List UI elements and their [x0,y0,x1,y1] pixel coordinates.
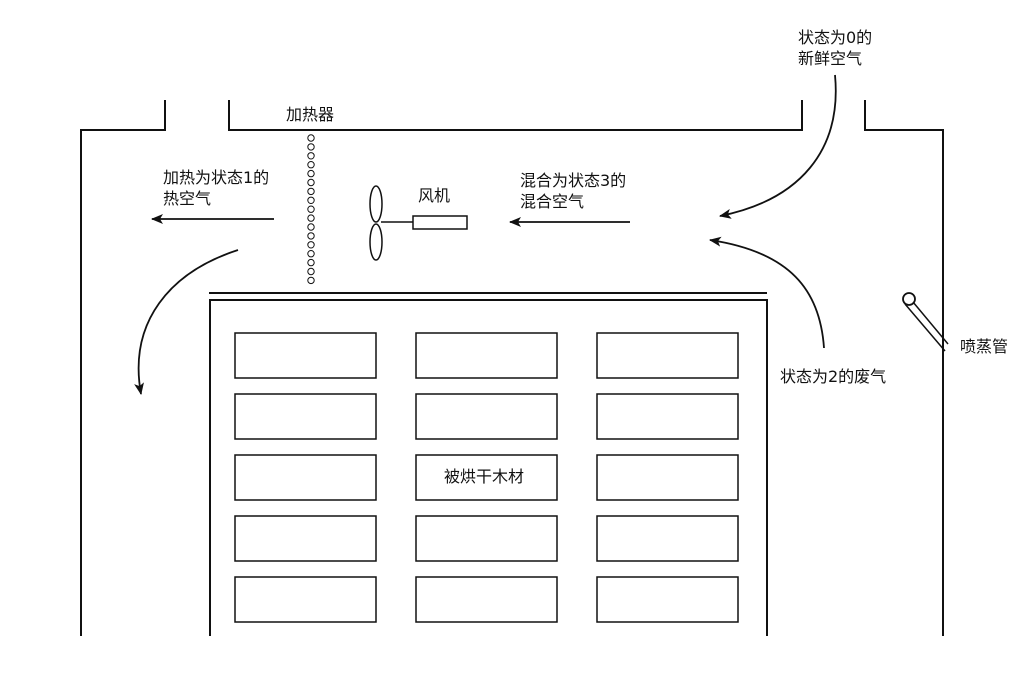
wood-board [415,515,558,562]
heater-coil-ring [307,169,315,178]
wood-board [234,515,377,562]
wood-board [415,393,558,440]
heater-coil-ring [307,250,315,258]
heater-coil-ring [307,187,315,196]
wood-board [596,515,739,562]
wood-board [596,332,739,379]
wood-boards [234,332,739,623]
wood-board [596,393,739,440]
heater-label: 加热器 [286,105,335,124]
steam-pipe-icon [902,292,949,352]
heater-coil-ring [307,232,315,240]
wood-board [596,576,739,623]
wood-label: 被烘干木材 [444,467,525,486]
heater-coil-ring [307,241,315,249]
heater-coil-ring [307,214,315,222]
heater-coil-ring [307,267,315,276]
kiln-wall-right [864,100,944,636]
wood-board [596,454,739,501]
mixed-air-label-line2: 混合空气 [520,192,585,211]
wood-board [234,332,377,379]
fresh-air-label-line2: 新鲜空气 [798,49,863,68]
heater-coil-ring [307,178,315,187]
wood-board [415,576,558,623]
heater-coil-ring [307,161,315,169]
heater-coil-ring [307,258,315,267]
wood-board [415,454,558,501]
wood-board [234,454,377,501]
heater-coil-ring [307,152,315,160]
wood-board [234,576,377,623]
heater-coil [307,134,315,285]
fresh-air-label-line1: 状态为0的 [798,28,873,47]
hot-air-label-line1: 加热为状态1的 [163,168,270,187]
mixed-air-label-line1: 混合为状态3的 [520,171,627,190]
wood-board [415,332,558,379]
lumber-stack-frame [209,299,768,636]
heater-coil-ring [307,196,315,205]
steam-pipe-label: 喷蒸管 [960,337,1009,356]
wood-board [234,393,377,440]
fan-label: 风机 [418,186,451,205]
exhaust-air-label: 状态为2的废气 [780,367,887,386]
heater-coil-ring [307,276,315,285]
fresh-air-arrow [719,74,837,219]
hot-air-label-line2: 热空气 [163,189,212,208]
heater-coil-ring [307,205,315,213]
heater-coil-ring [307,134,315,142]
down-flow-arrow [134,249,239,395]
exhaust-air-arrow [709,236,825,349]
fan-icon [369,185,468,261]
heater-coil-ring [307,143,315,151]
heater-coil-ring [307,223,315,231]
kiln-ceiling [228,100,803,131]
kiln-wall-left [80,100,166,636]
